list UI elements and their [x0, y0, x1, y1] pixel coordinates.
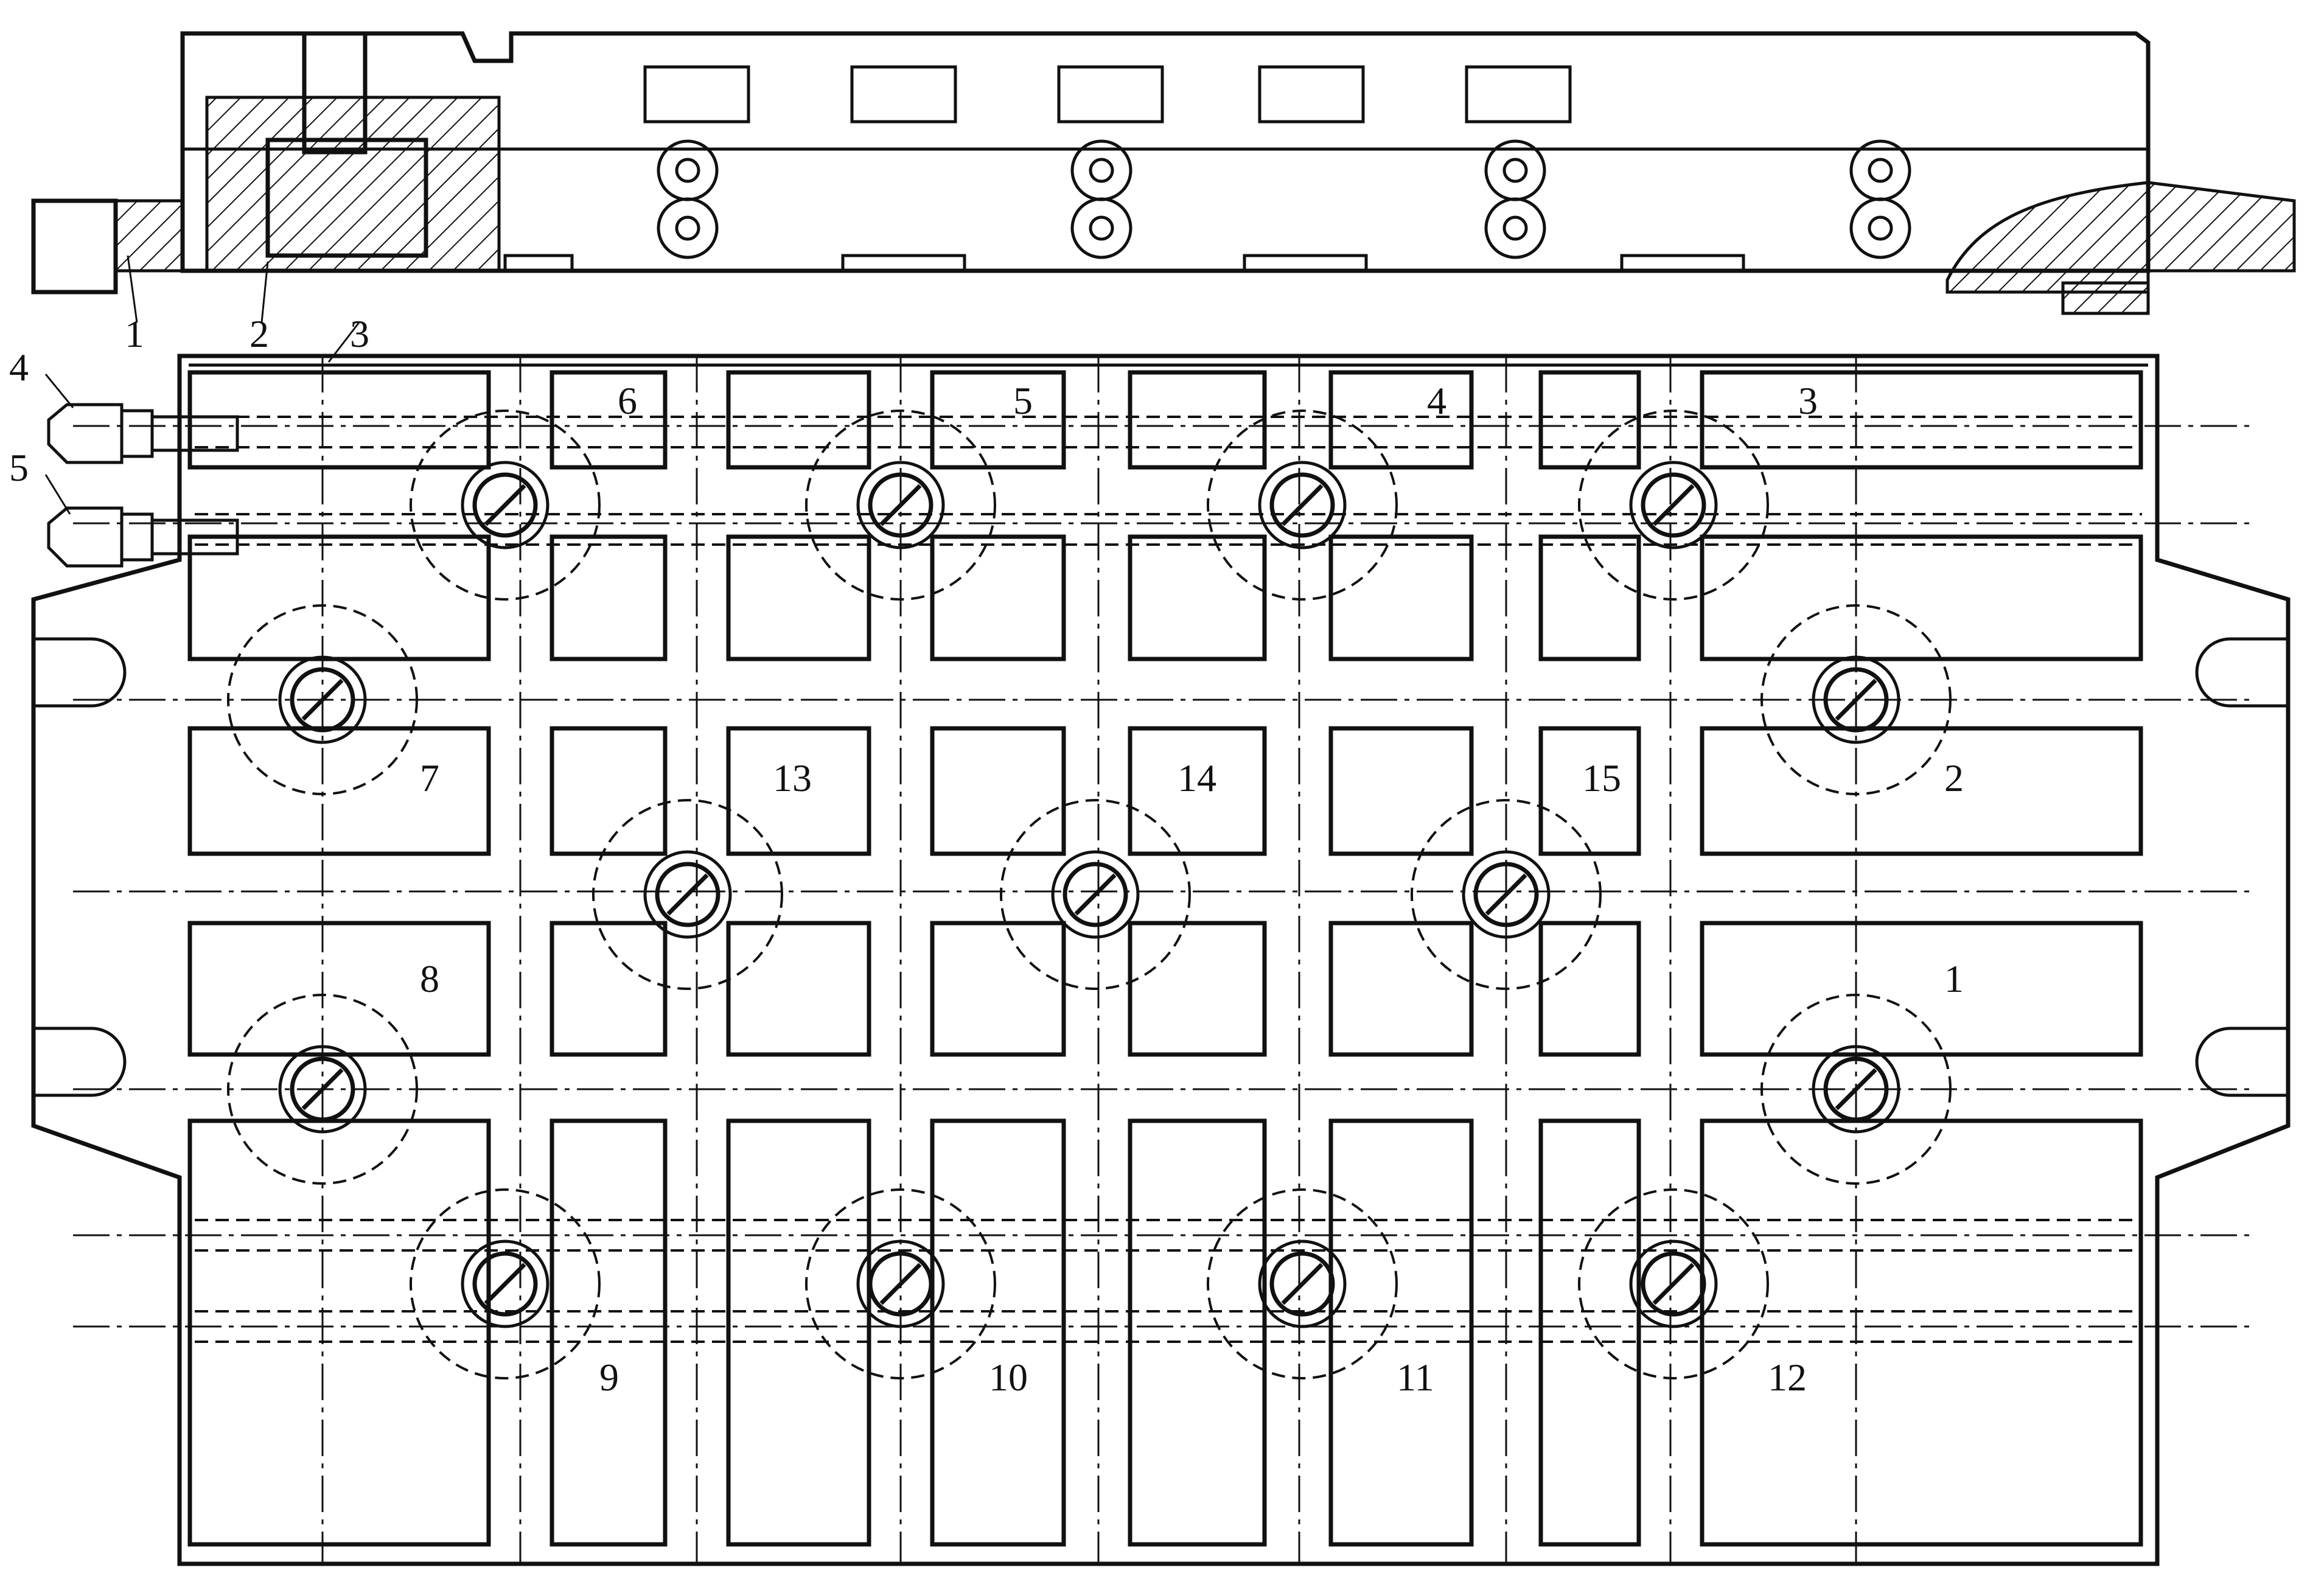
plan-cell	[930, 1118, 1066, 1547]
plan-number-5: 5	[1013, 379, 1033, 422]
plan-cylinder	[805, 410, 996, 601]
plan-cell	[1128, 370, 1267, 470]
plan-cylinder	[1411, 799, 1602, 990]
plan-cell	[1128, 921, 1267, 1057]
plan-cell	[550, 726, 668, 856]
section-callout-2: 2	[249, 312, 269, 355]
plan-cell	[1328, 726, 1474, 856]
plan-cylinder	[592, 799, 783, 990]
plan-cylinder	[227, 604, 418, 795]
plan-number-1: 1	[1944, 957, 1964, 1000]
section-view: 1 2 3	[31, 31, 2296, 363]
plan-fitting-leaders	[44, 374, 74, 515]
plan-cell	[726, 1118, 871, 1547]
plan-number-9: 9	[599, 1356, 619, 1399]
plan-cell	[1538, 921, 1641, 1057]
section-left-hatch	[114, 199, 184, 273]
plan-hidden-lines	[73, 356, 2252, 1564]
section-right-key	[2061, 281, 2150, 315]
plan-fitting-label-5: 5	[9, 446, 29, 489]
plan-cell	[550, 1118, 668, 1547]
plan-cell	[930, 921, 1066, 1057]
plan-cell	[187, 921, 491, 1057]
plan-cell	[726, 726, 871, 856]
plan-cell-grid	[187, 370, 2143, 1547]
section-callout-1: 1	[125, 312, 144, 355]
plan-cell	[1328, 921, 1474, 1057]
plan-number-11: 11	[1397, 1356, 1434, 1399]
section-piston	[265, 138, 428, 258]
plan-fitting-label-4: 4	[9, 346, 29, 389]
plan-cell	[1700, 726, 2143, 856]
plan-cell	[1328, 534, 1474, 661]
plan-number-4: 4	[1427, 379, 1446, 422]
plan-cell	[1128, 534, 1267, 661]
plan-cell	[187, 726, 491, 856]
plan-number-12: 12	[1768, 1356, 1807, 1399]
plan-number-3: 3	[1798, 379, 1818, 422]
section-outline	[180, 31, 2151, 273]
plan-cell	[1538, 534, 1641, 661]
plan-cell	[550, 921, 668, 1057]
plan-cell	[1328, 370, 1474, 470]
plan-fitting-4	[47, 403, 239, 464]
plan-number-10: 10	[989, 1356, 1028, 1399]
plan-cylinder	[410, 410, 601, 601]
plan-number-8: 8	[420, 957, 439, 1000]
section-left-flange	[31, 198, 118, 295]
plan-cell	[726, 534, 871, 661]
section-plunger	[302, 31, 368, 155]
plan-cell	[1538, 1118, 1641, 1547]
plan-cell	[1538, 726, 1641, 856]
plan-number-15: 15	[1582, 756, 1621, 800]
section-top-slots	[183, 65, 2148, 151]
plan-cylinder	[227, 994, 418, 1185]
plan-cell	[1328, 1118, 1474, 1547]
plan-cylinder	[1578, 1188, 1769, 1379]
plan-cell	[550, 370, 668, 470]
plan-cell	[1128, 726, 1267, 856]
section-bottom-recesses	[503, 254, 1745, 273]
plan-cylinder	[1578, 410, 1769, 601]
plan-cylinder	[410, 1188, 601, 1379]
plan-cell	[930, 726, 1066, 856]
plan-cell	[1700, 921, 2143, 1057]
plan-cell	[1700, 534, 2143, 661]
section-cylinder-body	[205, 96, 501, 273]
plan-cell	[726, 370, 871, 470]
plan-cylinder	[1000, 799, 1191, 990]
plan-number-14: 14	[1178, 756, 1216, 800]
plan-cylinder	[1207, 410, 1398, 601]
plan-cell	[930, 370, 1066, 470]
plan-cell	[187, 370, 491, 470]
plan-cell	[187, 1118, 491, 1547]
section-right-hatch	[1945, 181, 2296, 294]
plan-number-13: 13	[773, 756, 812, 800]
plan-cell	[930, 534, 1066, 661]
plan-cell	[726, 921, 871, 1057]
plan-lug-slots	[33, 637, 2288, 1097]
plan-cell	[1538, 370, 1641, 470]
plan-cylinder	[1760, 994, 1952, 1185]
plan-cell	[550, 534, 668, 661]
plan-cell	[1128, 1118, 1267, 1547]
plan-cylinder	[1760, 604, 1952, 795]
plan-cylinder	[1207, 1188, 1398, 1379]
section-callout-3: 3	[350, 312, 369, 355]
plan-number-7: 7	[420, 756, 439, 800]
plan-view: 4 5 6 5 4 3 7 13 14 15 2 8 1 9 10 11 12	[9, 346, 2291, 1566]
plan-cylinder	[805, 1188, 996, 1379]
plan-outline	[31, 354, 2291, 1566]
plan-number-6: 6	[618, 379, 637, 422]
plan-cylinders	[227, 410, 1952, 1379]
plan-cell	[1700, 1118, 2143, 1547]
plan-number-2: 2	[1944, 756, 1964, 800]
plan-cell	[1700, 370, 2143, 470]
section-bolt-pairs	[657, 139, 1911, 259]
